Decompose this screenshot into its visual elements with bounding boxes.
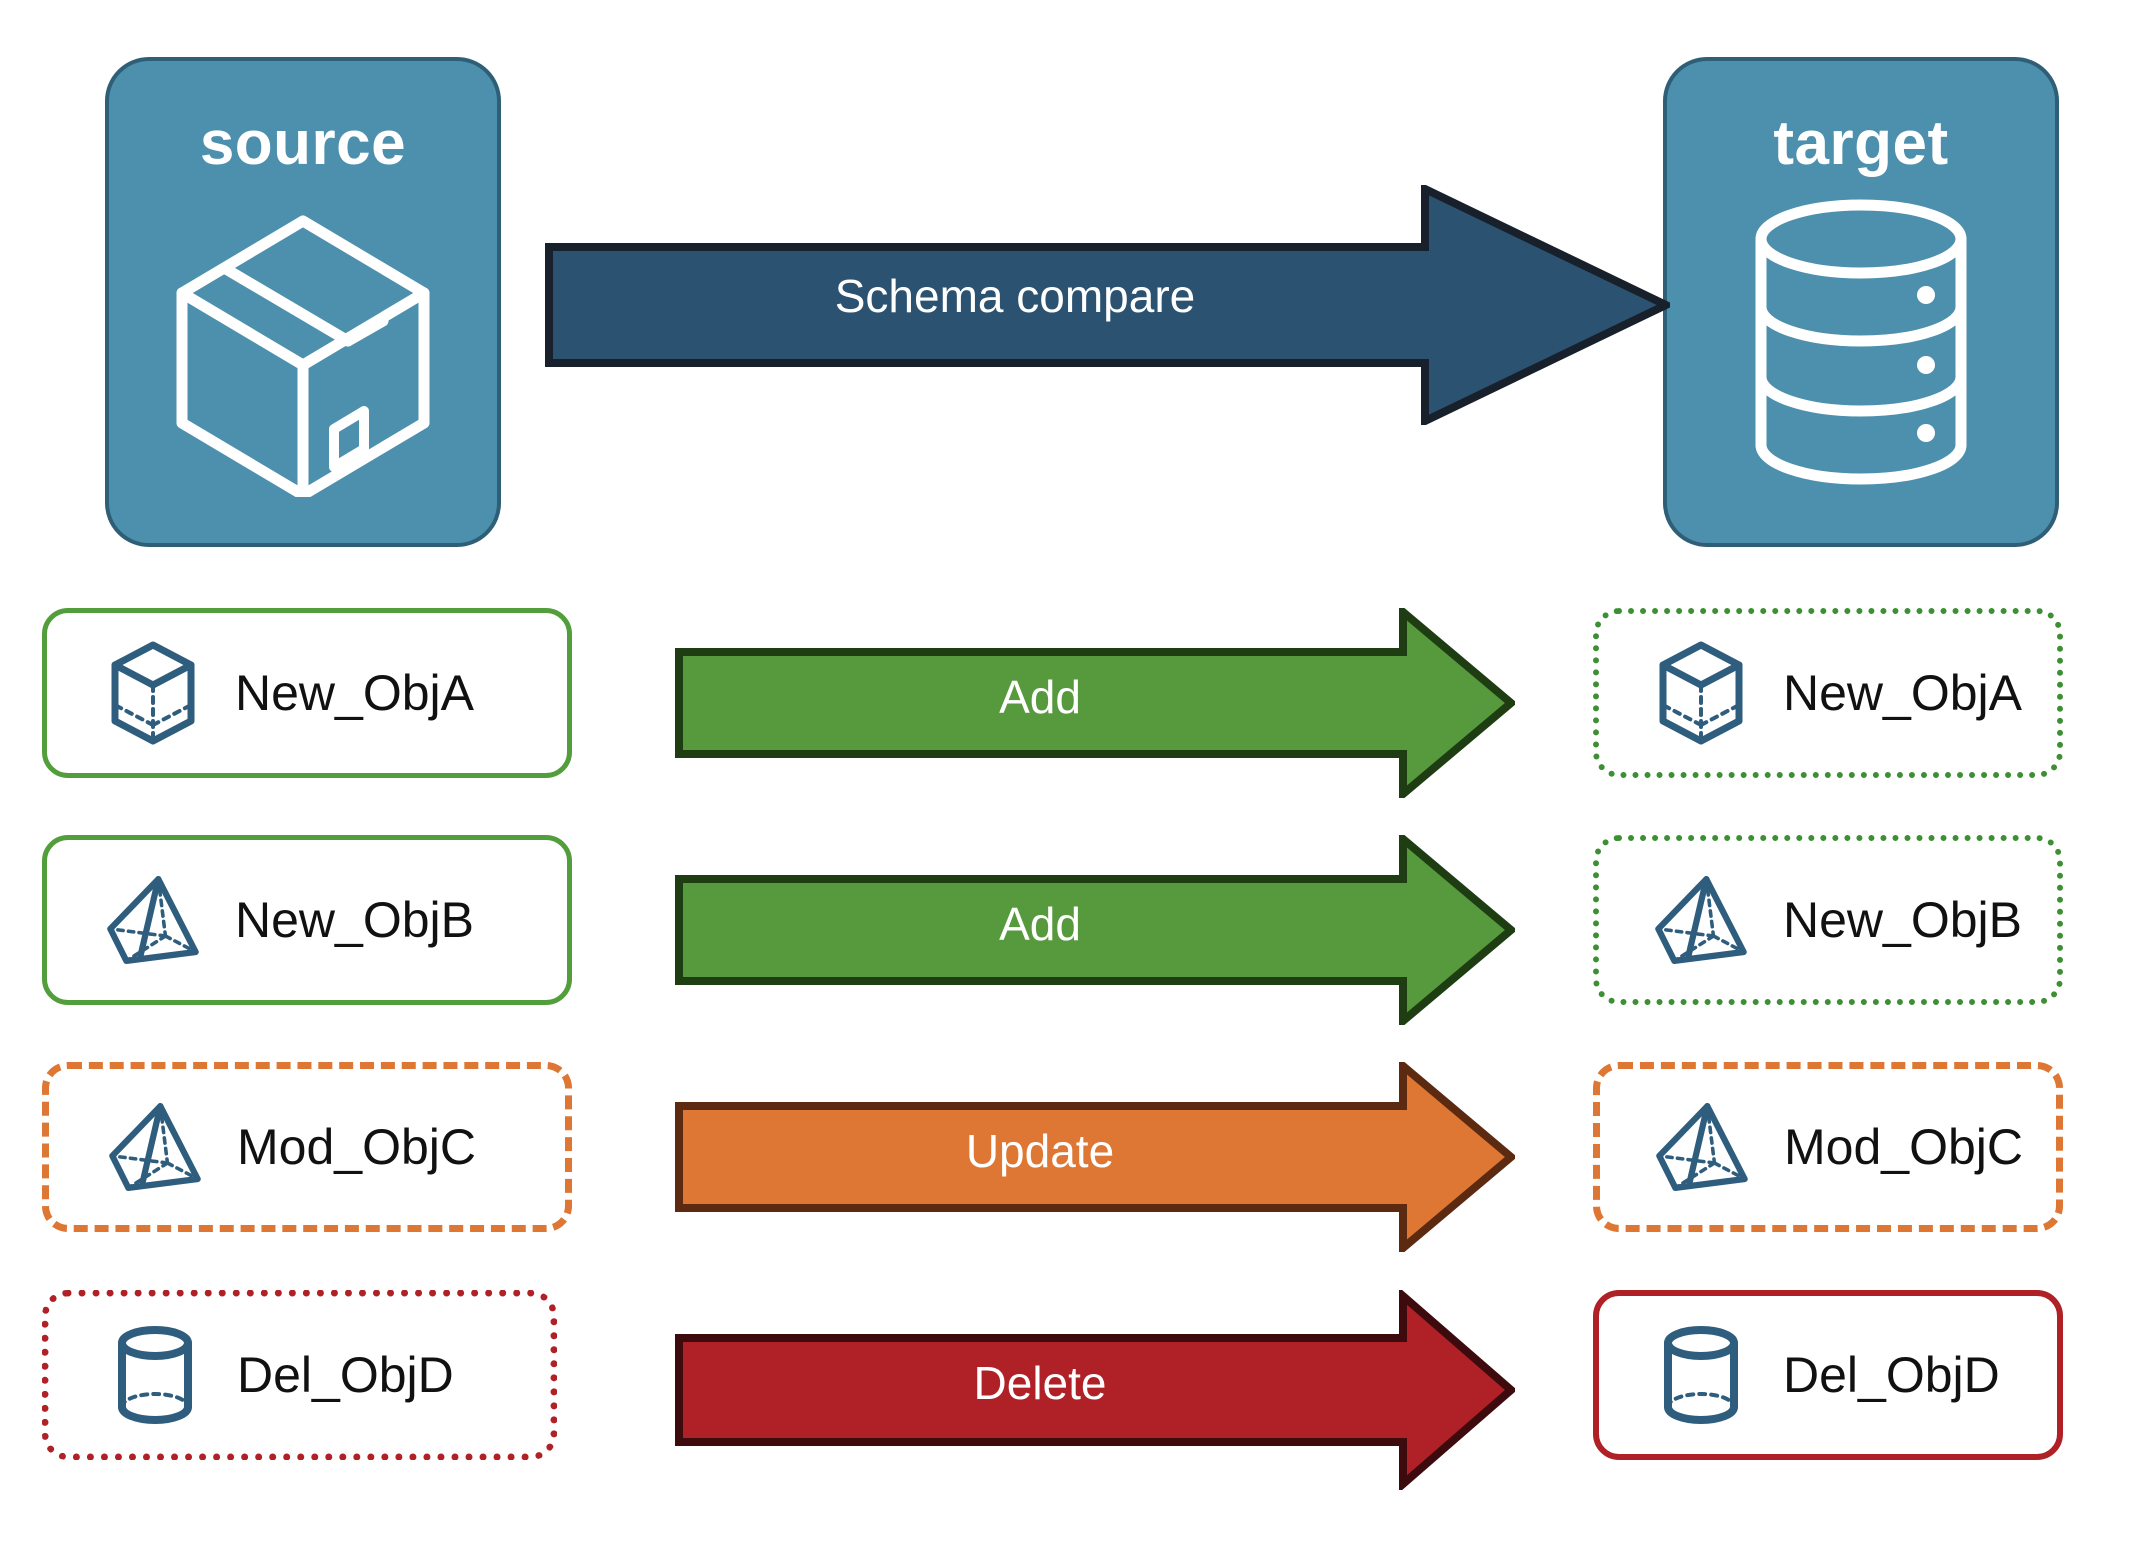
wireframe-pyramid-icon bbox=[1653, 865, 1749, 975]
wireframe-pyramid-icon bbox=[1654, 1092, 1750, 1202]
wireframe-cube-icon bbox=[1653, 638, 1749, 748]
target-object-card[interactable]: New_ObjB bbox=[1593, 835, 2063, 1005]
action-arrow-add[interactable]: Add bbox=[675, 603, 1518, 803]
target-object-label: Del_ObjD bbox=[1783, 1347, 2000, 1403]
action-arrow-update[interactable]: Update bbox=[675, 1057, 1518, 1257]
package-box-icon bbox=[158, 197, 448, 502]
target-endpoint-card[interactable]: target bbox=[1663, 57, 2059, 547]
target-object-card[interactable]: Del_ObjD bbox=[1593, 1290, 2063, 1460]
source-title: source bbox=[199, 109, 407, 178]
action-arrow-add[interactable]: Add bbox=[675, 830, 1518, 1030]
action-arrow-delete[interactable]: Delete bbox=[675, 1287, 1518, 1493]
database-cylinder-icon bbox=[1736, 197, 1986, 492]
source-object-card[interactable]: New_ObjA bbox=[42, 608, 572, 778]
target-object-card[interactable]: Mod_ObjC bbox=[1593, 1062, 2063, 1232]
wireframe-pyramid-icon bbox=[105, 865, 201, 975]
source-object-card[interactable]: Del_ObjD bbox=[42, 1290, 557, 1460]
wireframe-cylinder-icon bbox=[1653, 1320, 1749, 1430]
source-object-card[interactable]: New_ObjB bbox=[42, 835, 572, 1005]
comparison-row: New_ObjA Add bbox=[0, 603, 2150, 803]
target-title: target bbox=[1773, 109, 1949, 178]
comparison-row: Mod_ObjC Update bbox=[0, 1057, 2150, 1257]
comparison-row: New_ObjB Add bbox=[0, 830, 2150, 1030]
comparison-row: Del_ObjD Delete Del_ObjD bbox=[0, 1287, 2150, 1493]
target-object-label: New_ObjB bbox=[1783, 892, 2022, 948]
source-object-label: Del_ObjD bbox=[237, 1347, 454, 1403]
source-object-card[interactable]: Mod_ObjC bbox=[42, 1062, 572, 1232]
wireframe-pyramid-icon bbox=[107, 1092, 203, 1202]
schema-compare-arrow[interactable]: Schema compare bbox=[545, 182, 1676, 428]
target-object-label: Mod_ObjC bbox=[1784, 1119, 2023, 1175]
target-object-label: New_ObjA bbox=[1783, 665, 2022, 721]
target-object-card[interactable]: New_ObjA bbox=[1593, 608, 2063, 778]
source-object-label: New_ObjB bbox=[235, 892, 474, 948]
wireframe-cube-icon bbox=[105, 638, 201, 748]
source-object-label: New_ObjA bbox=[235, 665, 474, 721]
source-object-label: Mod_ObjC bbox=[237, 1119, 476, 1175]
source-endpoint-card[interactable]: source bbox=[105, 57, 501, 547]
wireframe-cylinder-icon bbox=[107, 1320, 203, 1430]
